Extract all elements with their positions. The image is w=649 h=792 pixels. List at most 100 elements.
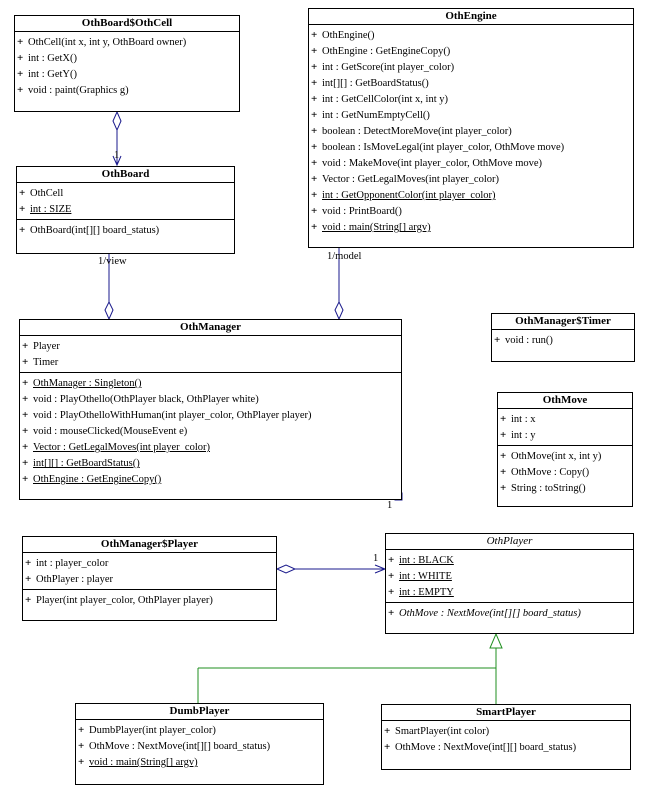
attribute-text: OthCell: [30, 188, 64, 199]
public-visibility-icon: +: [311, 125, 318, 137]
operation-row: +void : PlayOthello(OthPlayer black, Oth…: [20, 391, 401, 407]
attribute-row: +int : y: [498, 427, 632, 443]
public-visibility-icon: +: [311, 45, 318, 57]
operation-text: OthMove : NextMove(int[][] board_status): [395, 742, 577, 753]
operations-compartment: +void : run(): [492, 329, 634, 350]
operation-row: +int[][] : GetBoardStatus(): [309, 75, 633, 91]
public-visibility-icon: +: [78, 740, 85, 752]
attribute-row: + OthCell: [17, 185, 234, 201]
public-visibility-icon: +: [22, 457, 29, 469]
attribute-text: int : y: [511, 430, 536, 441]
public-visibility-icon: +: [500, 413, 507, 425]
operation-text: OthCell(int x, int y, OthBoard owner): [28, 37, 187, 48]
operation-row: +int : GetOpponentColor(int player_color…: [309, 187, 633, 203]
public-visibility-icon: +: [78, 724, 85, 736]
operation-text: Vector : GetLegalMoves(int player_color): [33, 442, 210, 453]
public-visibility-icon: +: [311, 29, 318, 41]
operation-text: OthMove : NextMove(int[][] board_status): [399, 608, 581, 619]
public-visibility-icon: +: [388, 570, 395, 582]
operation-row: +OthMove : Copy(): [498, 464, 632, 480]
attribute-text: Timer: [33, 357, 59, 368]
public-visibility-icon: +: [22, 377, 29, 389]
operations-compartment: +OthEngine()+OthEngine : GetEngineCopy()…: [309, 24, 633, 237]
public-visibility-icon: +: [388, 554, 395, 566]
model-role-label: 1/model: [327, 251, 362, 262]
attribute-text: int : SIZE: [30, 204, 72, 215]
operation-text: void : main(String[] argv): [89, 757, 198, 768]
operations-compartment: +OthBoard(int[][] board_status): [17, 219, 234, 240]
public-visibility-icon: +: [311, 205, 318, 217]
operation-text: int[][] : GetBoardStatus(): [33, 458, 140, 469]
public-visibility-icon: +: [19, 187, 26, 199]
operation-row: +void : main(String[] argv): [309, 219, 633, 235]
operations-compartment: + OthCell(int x, int y, OthBoard owner) +i…: [15, 31, 239, 100]
public-visibility-icon: +: [311, 93, 318, 105]
class-oth-engine[interactable]: OthEngine+OthEngine()+OthEngine : GetEng…: [308, 8, 634, 248]
operation-text: SmartPlayer(int color): [395, 726, 490, 737]
operation-row: +void : run(): [492, 332, 634, 348]
public-visibility-icon: +: [22, 340, 29, 352]
public-visibility-icon: +: [17, 52, 24, 64]
class-oth-board-oth-cell[interactable]: OthBoard$OthCell+OthCell(int x, int y, O…: [14, 15, 240, 112]
public-visibility-icon: +: [22, 425, 29, 437]
attributes-compartment: +int : player_color+OthPlayer : player: [23, 552, 276, 589]
attribute-row: +int : BLACK: [386, 552, 633, 568]
operation-row: +OthBoard(int[][] board_status): [17, 222, 234, 238]
attribute-row: + int : SIZE: [17, 201, 234, 217]
attribute-row: +OthPlayer : player: [23, 571, 276, 587]
public-visibility-icon: +: [311, 157, 318, 169]
operation-text: int[][] : GetBoardStatus(): [322, 78, 429, 89]
operation-row: +int : GetY(): [15, 66, 239, 82]
class-oth-player[interactable]: OthPlayer+int : BLACK+int : WHITE+int : …: [385, 533, 634, 634]
operation-row: +OthEngine : GetEngineCopy(): [20, 471, 401, 487]
public-visibility-icon: +: [500, 450, 507, 462]
operation-text: DumbPlayer(int player_color): [89, 725, 216, 736]
multiplicity-label: 1: [114, 150, 120, 161]
operation-text: OthBoard(int[][] board_status): [30, 225, 160, 236]
class-smart-player[interactable]: SmartPlayer+SmartPlayer(int color)+OthMo…: [381, 704, 631, 770]
class-oth-manager-timer[interactable]: OthManager$Timer+void : run(): [491, 313, 635, 362]
public-visibility-icon: +: [311, 173, 318, 185]
operations-compartment: +OthMove : NextMove(int[][] board_status…: [386, 602, 633, 623]
public-visibility-icon: +: [19, 203, 26, 215]
aggregation-diamond: [275, 564, 297, 574]
attribute-text: int : EMPTY: [399, 587, 454, 598]
public-visibility-icon: +: [22, 441, 29, 453]
operation-row: +OthMove : NextMove(int[][] board_status…: [386, 605, 633, 621]
operation-text: OthMove : Copy(): [511, 467, 590, 478]
public-visibility-icon: +: [78, 756, 85, 768]
attribute-text: int : WHITE: [399, 571, 452, 582]
operation-text: void : mouseClicked(MouseEvent e): [33, 426, 188, 437]
operation-row: +boolean : DetectMoreMove(int player_col…: [309, 123, 633, 139]
operation-row: +void : paint(Graphics g): [15, 82, 239, 98]
class-oth-move[interactable]: OthMove+int : x+int : y+OthMove(int x, i…: [497, 392, 633, 507]
operation-row: +OthMove : NextMove(int[][] board_status…: [382, 739, 630, 755]
public-visibility-icon: +: [25, 573, 32, 585]
attribute-text: int : x: [511, 414, 536, 425]
class-oth-board[interactable]: OthBoard+OthCell+int : SIZE+OthBoard(int…: [16, 166, 235, 254]
operation-row: +SmartPlayer(int color): [382, 723, 630, 739]
class-name: OthManager$Player: [100, 538, 199, 550]
operation-row: +int : GetScore(int player_color): [309, 59, 633, 75]
multiplicity-label: 1: [373, 553, 379, 564]
class-oth-manager[interactable]: OthManager+Player+Timer+OthManager : Sin…: [19, 319, 402, 500]
operation-row: + int : GetCellColor(int x, int y): [309, 91, 633, 107]
operations-compartment: +SmartPlayer(int color)+OthMove : NextMo…: [382, 720, 630, 757]
public-visibility-icon: +: [22, 409, 29, 421]
operation-text: String : toString(): [511, 483, 586, 494]
class-dumb-player[interactable]: DumbPlayer+DumbPlayer(int player_color)+…: [75, 703, 324, 785]
aggregation-diamond: [104, 300, 114, 321]
operation-row: + int[][] : GetBoardStatus(): [20, 455, 401, 471]
aggregation-diamond: [334, 300, 344, 321]
operation-row: + Vector : GetLegalMoves(int player_color…: [20, 439, 401, 455]
cell-board-aggregation: [112, 110, 122, 167]
operation-text: int : GetCellColor(int x, int y): [322, 94, 448, 105]
operation-row: +String : toString(): [498, 480, 632, 496]
operation-text: OthMove : NextMove(int[][] board_status): [89, 741, 271, 752]
attribute-row: + int : x: [498, 411, 632, 427]
public-visibility-icon: +: [311, 61, 318, 73]
class-oth-manager-player[interactable]: OthManager$Player +int : player_color+Oth…: [22, 536, 277, 621]
operation-row: +boolean : IsMoveLegal(int player_color,…: [309, 139, 633, 155]
attribute-row: + int : WHITE: [386, 568, 633, 584]
